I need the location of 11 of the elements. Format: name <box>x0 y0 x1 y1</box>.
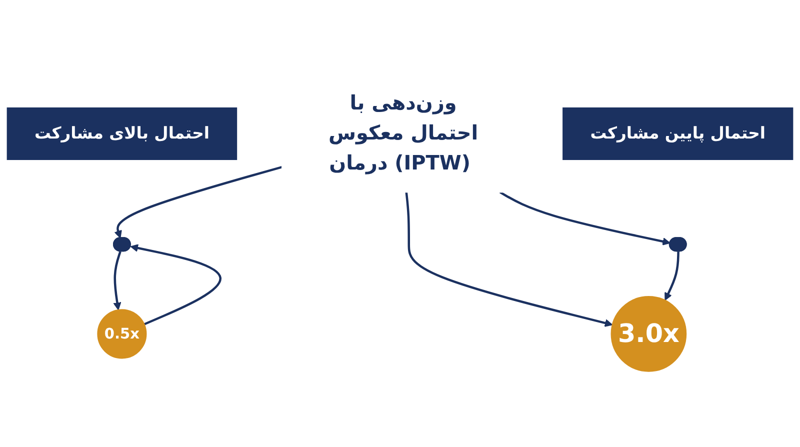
node-box: احتمال بالای مشارکت <box>6 108 238 160</box>
arrow <box>405 192 613 328</box>
arrow <box>499 191 670 246</box>
node-circle: 0.5x <box>97 309 147 359</box>
arrow <box>114 166 282 239</box>
arrow <box>113 251 122 310</box>
node-text: وزن‌دهی با احتمال معکوس درمان (IPTW) <box>328 92 478 176</box>
node-circle: 3.0x <box>610 296 687 372</box>
arrow <box>664 252 680 301</box>
arrow <box>130 244 222 326</box>
node-box: احتمال پایین مشارکت <box>562 108 794 160</box>
